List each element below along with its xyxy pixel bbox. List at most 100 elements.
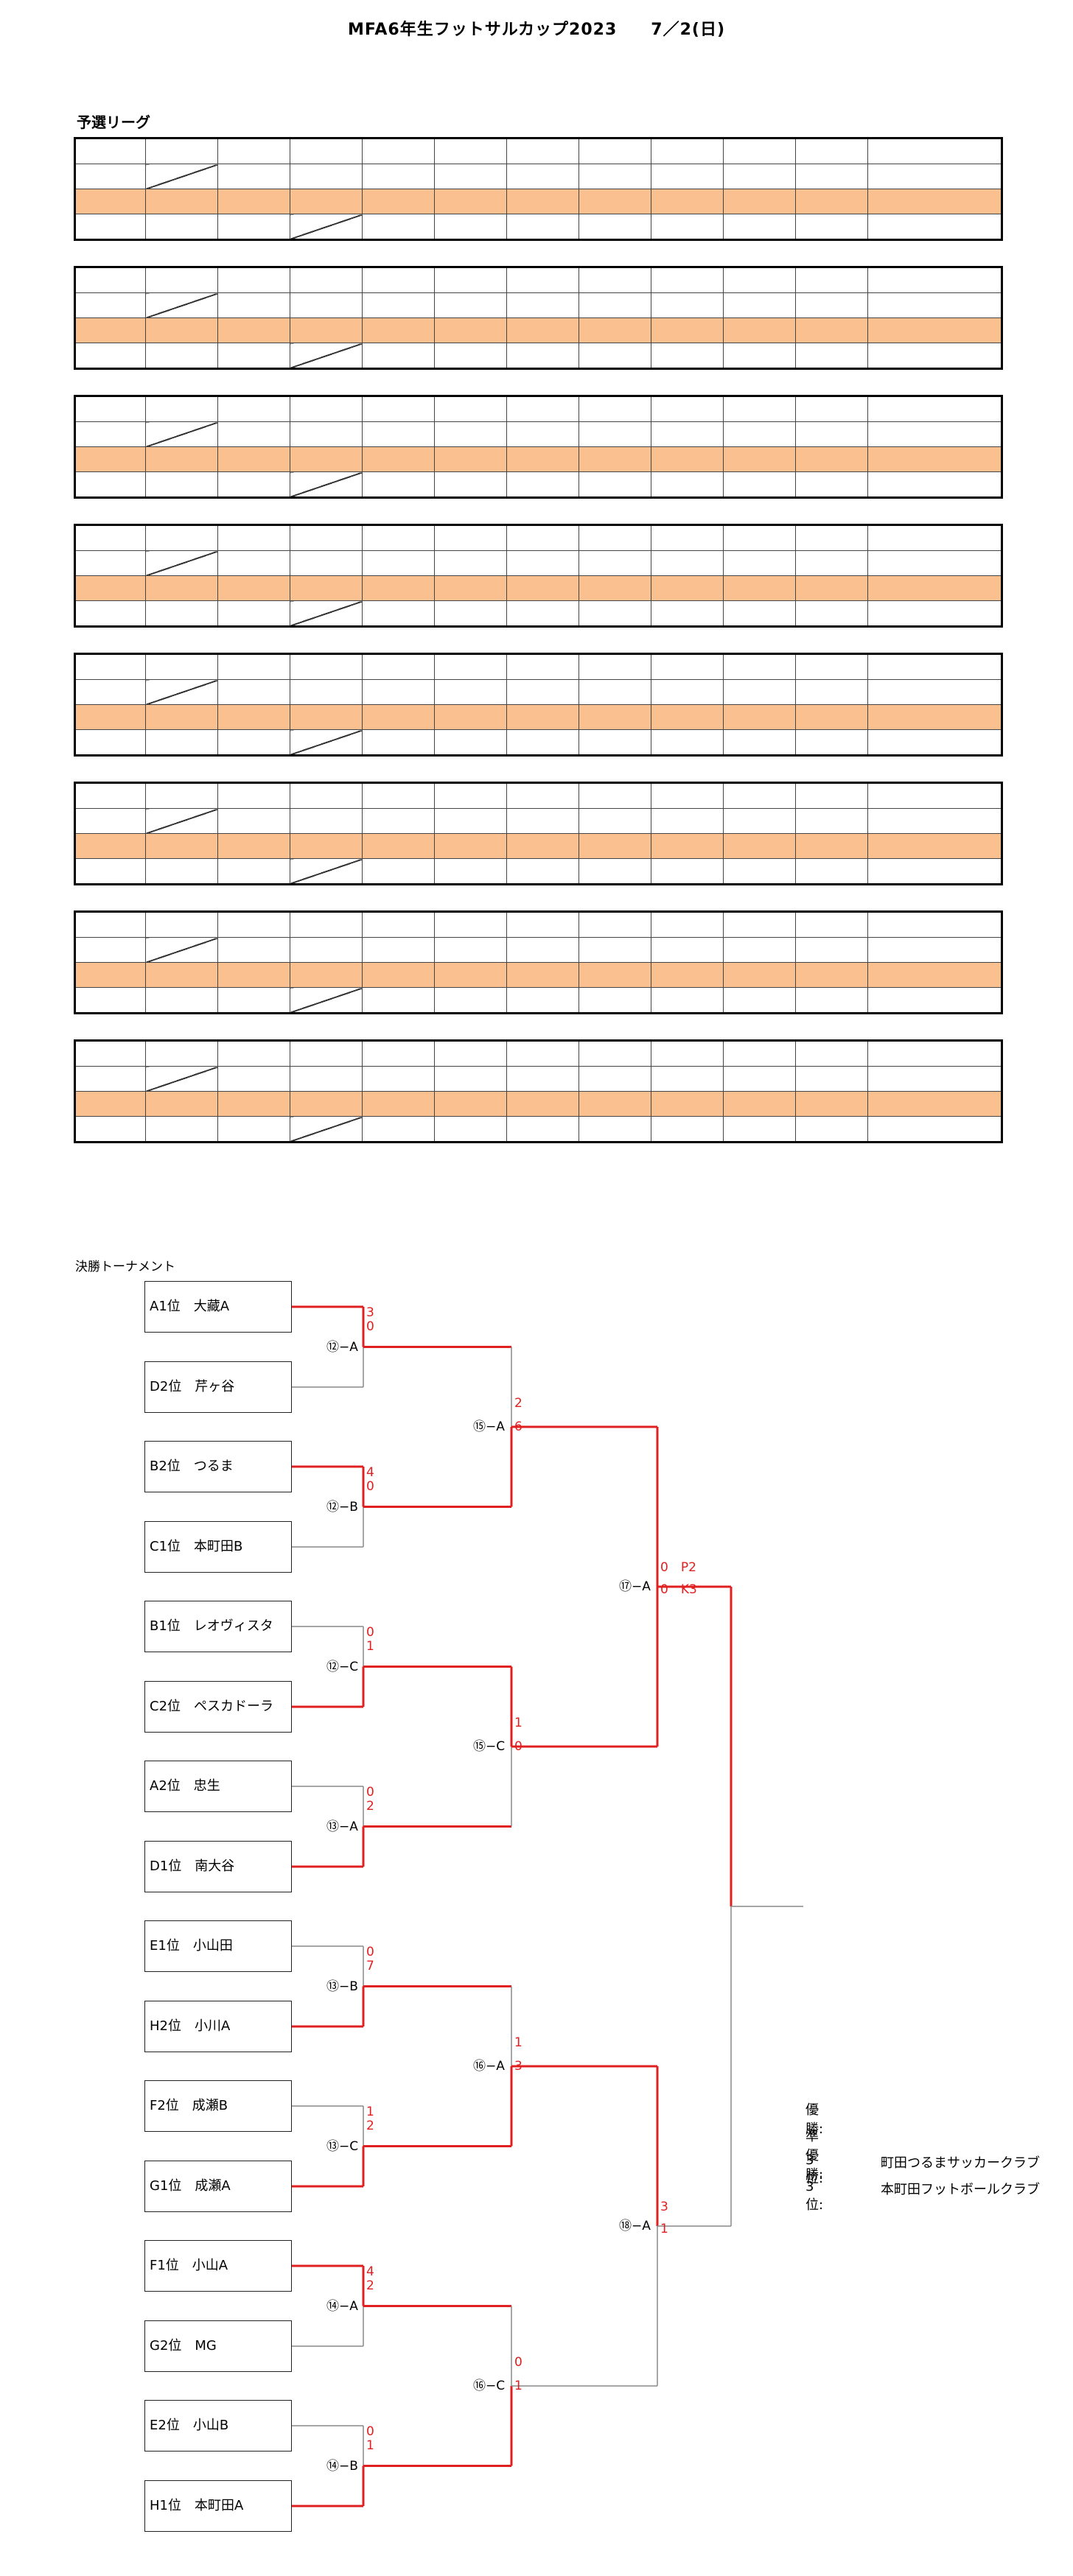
match-label: ⑱−A — [619, 2219, 651, 2233]
row-team-name — [74, 1066, 146, 1092]
table-row — [74, 446, 1002, 472]
match-score — [145, 987, 218, 1014]
stat-value — [579, 214, 651, 240]
row-team-name — [74, 962, 146, 988]
row-team-name — [74, 446, 146, 472]
stat-value — [434, 729, 507, 756]
stat-header — [723, 1040, 796, 1067]
match-label: ⑭−A — [326, 2298, 358, 2314]
row-team-name — [74, 729, 146, 756]
match-score: 1 — [514, 2035, 522, 2050]
diagonal-cell — [217, 962, 290, 988]
group-letter — [74, 911, 146, 938]
group-table — [74, 137, 1003, 241]
column-team-name — [145, 1040, 218, 1067]
stat-value — [651, 421, 724, 447]
stat-value — [506, 962, 579, 988]
bracket-team-box: B2位 つるま — [144, 1441, 292, 1492]
stat-value — [867, 729, 1002, 756]
match-score: 1 — [514, 2379, 522, 2393]
stat-value — [795, 189, 868, 214]
stat-value — [506, 1116, 579, 1143]
group-letter — [74, 138, 146, 164]
stat-value — [362, 164, 435, 189]
stat-value — [723, 292, 796, 318]
row-team-name — [74, 937, 146, 963]
group-h — [74, 1039, 1003, 1168]
match-score — [145, 189, 218, 214]
bracket-team-box: G1位 成瀬A — [144, 2161, 292, 2212]
stat-header — [651, 653, 724, 680]
stat-value — [434, 1116, 507, 1143]
column-team-name — [290, 653, 363, 680]
diagonal-cell — [145, 421, 218, 447]
column-team-name — [217, 396, 290, 422]
stat-value — [506, 1066, 579, 1092]
diagonal-cell — [290, 729, 363, 756]
result-rank: 優勝: — [805, 2102, 824, 2137]
table-row — [74, 679, 1002, 705]
table-row — [74, 343, 1002, 369]
stat-value — [867, 446, 1002, 472]
stat-value — [506, 446, 579, 472]
column-team-name — [217, 1040, 290, 1067]
stat-value — [651, 962, 724, 988]
stat-header — [579, 138, 651, 164]
match-score — [145, 1091, 218, 1117]
header-row — [74, 267, 1002, 293]
stat-value — [506, 600, 579, 627]
group-table — [74, 910, 1003, 1014]
stat-value — [723, 600, 796, 627]
match-score — [290, 1066, 363, 1092]
row-team-name — [74, 808, 146, 834]
bracket-team-box: B1位 レオヴィスタ — [144, 1601, 292, 1652]
stat-value — [651, 550, 724, 576]
stat-value — [506, 292, 579, 318]
table-row — [74, 575, 1002, 601]
match-score — [217, 937, 290, 963]
stat-value — [434, 317, 507, 343]
bracket-team-box: A1位 大藏A — [144, 1281, 292, 1333]
stat-header — [434, 138, 507, 164]
stat-value — [651, 858, 724, 885]
diagonal-cell — [290, 1116, 363, 1143]
bracket-team-box: C2位 ペスカドーラ — [144, 1681, 292, 1733]
stat-value — [723, 550, 796, 576]
stat-value — [362, 189, 435, 214]
stat-value — [867, 292, 1002, 318]
header-row — [74, 653, 1002, 680]
column-team-name — [290, 911, 363, 938]
table-row — [74, 1116, 1002, 1143]
stat-header — [795, 267, 868, 293]
tournament-heading: 決勝トーナメント — [75, 1260, 175, 1274]
stat-value — [795, 987, 868, 1014]
stat-value — [795, 214, 868, 240]
match-score: 1 — [514, 1716, 522, 1730]
page-title: MFA6年生フットサルカップ2023 7／2(日) — [347, 21, 726, 39]
match-score: 3 — [660, 2200, 668, 2214]
stat-value — [506, 471, 579, 498]
table-row — [74, 962, 1002, 988]
match-score — [290, 833, 363, 859]
stat-value — [434, 343, 507, 369]
stat-header — [506, 267, 579, 293]
stat-value — [434, 704, 507, 730]
stat-value — [362, 808, 435, 834]
stat-value — [651, 833, 724, 859]
stat-value — [579, 679, 651, 705]
header-row — [74, 911, 1002, 938]
stat-value — [867, 575, 1002, 601]
stat-header — [362, 782, 435, 809]
stat-value — [434, 962, 507, 988]
stat-header — [651, 267, 724, 293]
result-rank: 3位: — [805, 2179, 824, 2213]
stat-value — [651, 1091, 724, 1117]
stat-value — [795, 1116, 868, 1143]
group-tables — [74, 137, 1003, 1168]
row-team-name — [74, 833, 146, 859]
stat-value — [434, 575, 507, 601]
result-rank: 準優勝: — [805, 2129, 824, 2183]
stat-value — [506, 214, 579, 240]
bracket-team-box: H1位 本町田A — [144, 2480, 292, 2532]
